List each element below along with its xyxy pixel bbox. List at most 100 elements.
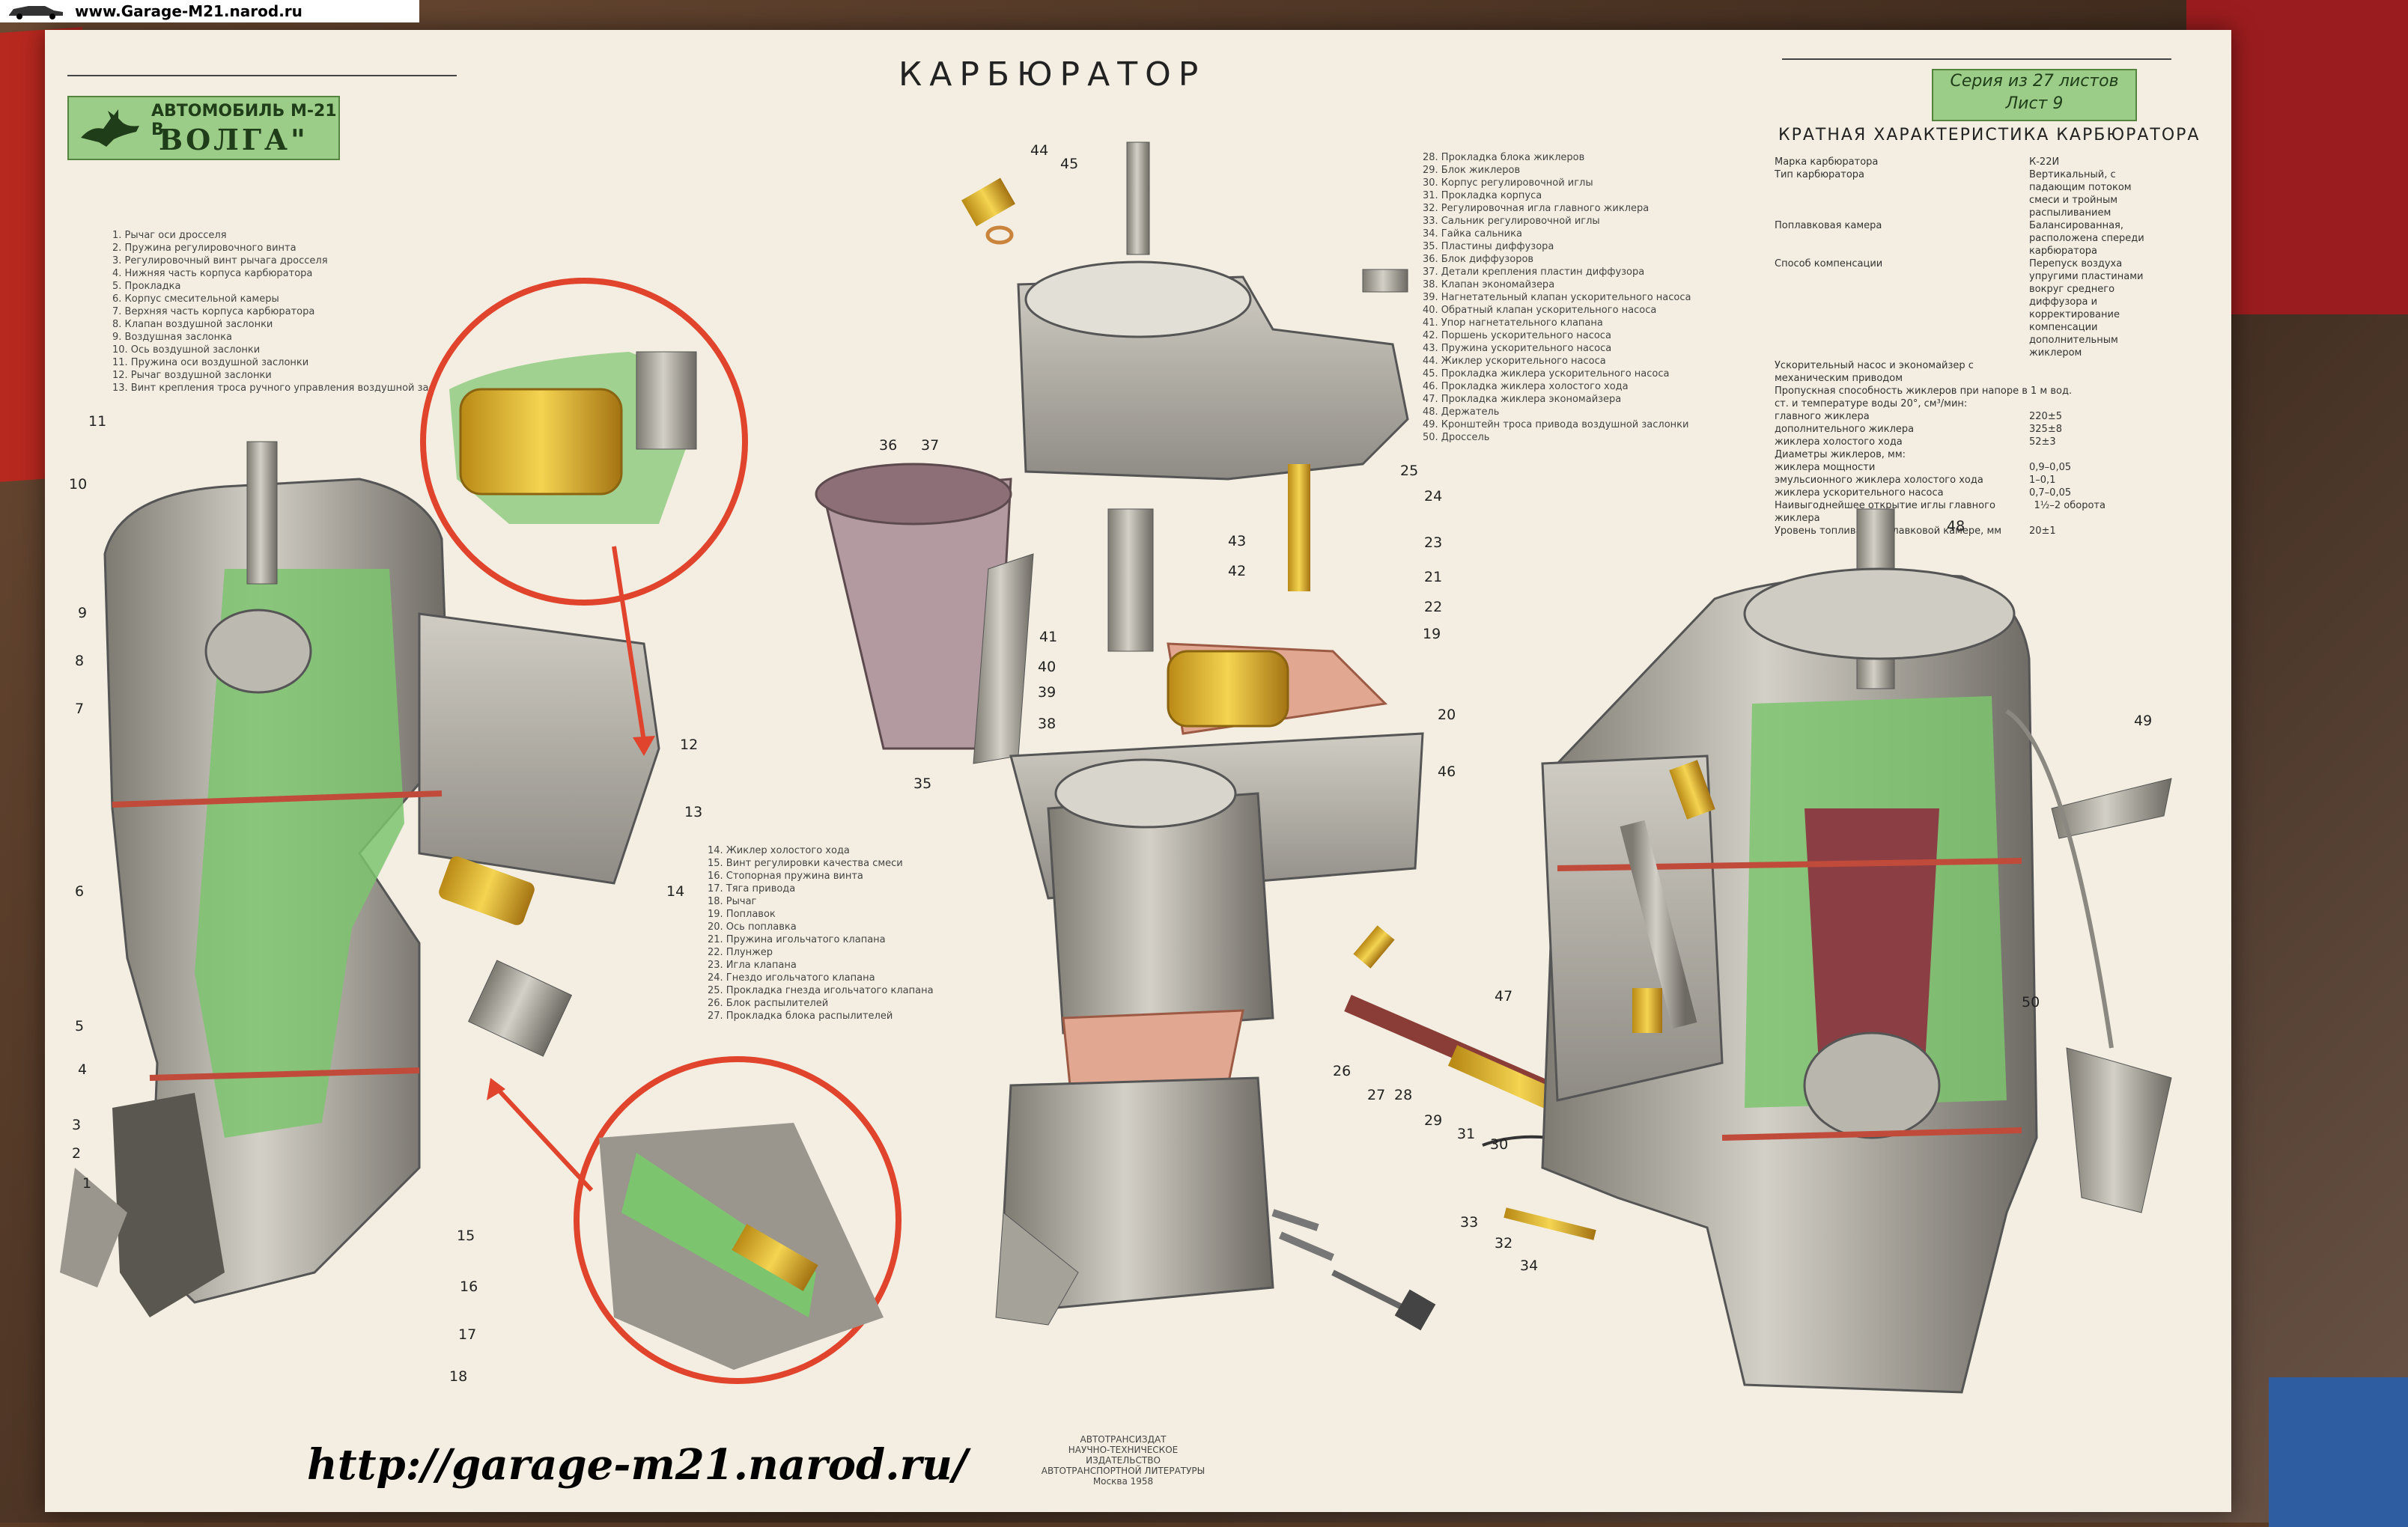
legend-item: 1. Рычаг оси дросселя: [112, 230, 227, 241]
characteristic-value: 20±1: [2029, 525, 2056, 537]
part-number-35: 35: [913, 775, 932, 792]
legend-item: 50. Дроссель: [1423, 432, 1490, 443]
publisher-line4: Москва 1958: [1092, 1476, 1154, 1487]
part-number-43: 43: [1228, 533, 1247, 549]
part-number-27: 27: [1367, 1087, 1386, 1103]
characteristic-key: Диаметры жиклеров, мм:: [1775, 449, 1906, 460]
legend-item: 29. Блок жиклеров: [1423, 165, 1521, 176]
part-number-11: 11: [88, 413, 107, 430]
series-line1: Серия из 27 листов: [1950, 72, 2119, 91]
characteristics-title: КРАТНАЯ ХАРАКТЕРИСТИКА КАРБЮРАТОРА: [1778, 126, 2201, 144]
part-number-4: 4: [78, 1061, 88, 1078]
legend-item: 45. Прокладка жиклера ускорительного нас…: [1423, 368, 1670, 380]
legend-item: 3. Регулировочный винт рычага дросселя: [112, 255, 328, 266]
part-number-42: 42: [1228, 563, 1247, 579]
legend-item: 35. Пластины диффузора: [1423, 241, 1554, 252]
characteristic-value: 1–0,1: [2029, 475, 2056, 486]
part-number-7: 7: [75, 701, 85, 717]
legend-item: 42. Поршень ускорительного насоса: [1423, 330, 1611, 341]
part-number-19: 19: [1423, 626, 1441, 642]
legend-item: 12. Рычаг воздушной заслонки: [112, 370, 272, 381]
legend-item: 4. Нижняя часть корпуса карбюратора: [112, 268, 313, 279]
right-carburetor-cutaway: [1541, 508, 2172, 1394]
blue-book-corner: [2269, 1377, 2408, 1527]
legend-item: 33. Сальник регулировочной иглы: [1423, 216, 1600, 227]
legend-item: 20. Ось поплавка: [708, 921, 797, 933]
legend-item: 28. Прокладка блока жиклеров: [1423, 152, 1585, 163]
center-exploded-view: [815, 141, 1633, 1331]
characteristic-key: дополнительного жиклера: [1775, 424, 1915, 435]
legend-item: 34. Гайка сальника: [1423, 228, 1522, 240]
part-number-50: 50: [2022, 994, 2040, 1011]
part-number-38: 38: [1038, 716, 1056, 732]
publisher-imprint: АВТОТРАНСИЗДАТ НАУЧНО-ТЕХНИЧЕСКОЕ ИЗДАТЕ…: [1041, 1434, 1205, 1487]
characteristic-value: 52±3: [2029, 436, 2056, 448]
legend-item: 41. Упор нагнетательного клапана: [1423, 317, 1603, 329]
legend-item: 19. Поплавок: [708, 909, 776, 920]
legend-item: 5. Прокладка: [112, 281, 181, 292]
part-number-23: 23: [1424, 534, 1443, 551]
title-rule-left: [67, 75, 457, 76]
characteristic-key: жиклера холостого хода: [1775, 436, 1903, 448]
legend-item: 10. Ось воздушной заслонки: [112, 344, 261, 356]
characteristic-value: 220±5: [2029, 411, 2062, 422]
legend-item: 25. Прокладка гнезда игольчатого клапана: [708, 985, 934, 996]
part-number-21: 21: [1424, 569, 1443, 585]
callout-float-needle: [420, 278, 748, 756]
part-number-16: 16: [460, 1278, 478, 1295]
part-number-14: 14: [666, 883, 685, 900]
left-carburetor-cutaway: [60, 441, 660, 1317]
legend-item: 6. Корпус смесительной камеры: [112, 293, 279, 305]
legend-item: 47. Прокладка жиклера экономайзера: [1423, 394, 1622, 405]
part-number-17: 17: [458, 1326, 477, 1343]
legend-item: 9. Воздушная заслонка: [112, 332, 232, 343]
publisher-line1: АВТОТРАНСИЗДАТ: [1080, 1434, 1167, 1445]
legend-item: 15. Винт регулировки качества смеси: [708, 858, 903, 869]
characteristic-key: жиклера мощности: [1775, 462, 1876, 473]
title-rule-right: [1782, 58, 2171, 60]
watermark-top: www.Garage-M21.narod.ru: [0, 0, 419, 22]
legend-item: 49. Кронштейн троса привода воздушной за…: [1423, 419, 1689, 430]
legend-item: 11. Пружина оси воздушной заслонки: [112, 357, 309, 368]
publisher-line2: НАУЧНО-ТЕХНИЧЕСКОЕ ИЗДАТЕЛЬСТВО: [1068, 1445, 1179, 1466]
part-number-47: 47: [1495, 988, 1513, 1005]
characteristic-value: Вертикальный, с падающим потоком смеси и…: [2029, 169, 2132, 219]
part-number-30: 30: [1490, 1136, 1509, 1153]
legend-item: 8. Клапан воздушной заслонки: [112, 319, 273, 330]
deer-emblem-icon: [81, 109, 139, 147]
part-number-49: 49: [2134, 713, 2153, 729]
characteristic-key: Ускорительный насос и экономайзер с меха…: [1775, 360, 1974, 384]
part-number-8: 8: [75, 653, 85, 669]
legend-item: 24. Гнездо игольчатого клапана: [708, 972, 875, 984]
part-number-24: 24: [1424, 488, 1443, 505]
characteristic-row: жиклера холостого хода 52±3: [1775, 436, 2164, 448]
part-number-29: 29: [1424, 1112, 1443, 1129]
characteristic-row: Пропускная способность жиклеров при напо…: [1775, 385, 2164, 410]
part-number-15: 15: [457, 1228, 475, 1244]
legend-item: 37. Детали крепления пластин диффузора: [1423, 266, 1645, 278]
legend-item: 16. Стопорная пружина винта: [708, 871, 863, 882]
characteristic-value: 1½–2 оборота: [2034, 500, 2106, 511]
part-number-37: 37: [921, 437, 940, 454]
characteristic-value: К-22И: [2029, 156, 2060, 168]
legend-item: 22. Плунжер: [708, 947, 773, 958]
characteristic-key: Пропускная способность жиклеров при напо…: [1775, 385, 2073, 409]
part-number-28: 28: [1394, 1087, 1413, 1103]
logo-line2: ВОЛГА": [159, 123, 308, 156]
characteristic-key: жиклера ускорительного насоса: [1775, 487, 1944, 499]
characteristic-key: Поплавковая камера: [1775, 220, 1882, 231]
characteristic-row: Ускорительный насос и экономайзер с меха…: [1775, 359, 2164, 385]
characteristic-key: Способ компенсации: [1775, 258, 1883, 269]
part-number-26: 26: [1333, 1063, 1352, 1079]
characteristic-row: Наивыгоднейшее открытие иглы главного жи…: [1775, 499, 2164, 525]
part-number-40: 40: [1038, 659, 1056, 675]
part-number-36: 36: [879, 437, 898, 454]
legend-item: 7. Верхняя часть корпуса карбюратора: [112, 306, 315, 317]
legend-item: 31. Прокладка корпуса: [1423, 190, 1542, 201]
part-number-48: 48: [1947, 518, 1965, 534]
